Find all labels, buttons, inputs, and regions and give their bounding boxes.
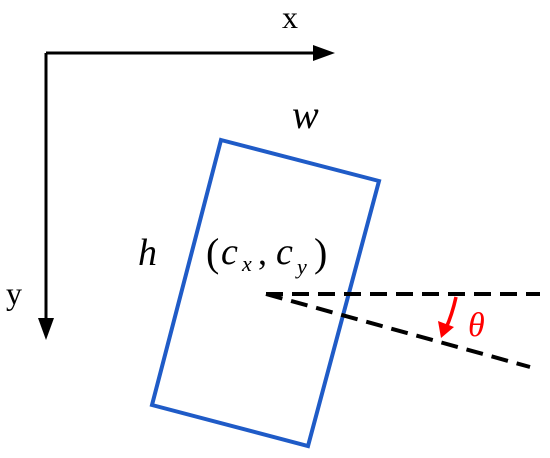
center-cy-subscript: y	[295, 254, 307, 279]
coordinate-axes: x y	[6, 0, 335, 340]
angle-arc	[444, 296, 458, 329]
angle-indicator: θ	[438, 296, 485, 344]
x-axis-arrowhead	[313, 45, 335, 61]
y-axis-label: y	[6, 275, 22, 311]
center-comma: ,	[258, 232, 267, 272]
center-open-paren: (	[206, 230, 219, 275]
center-coordinate-label: ( c x , c y )	[206, 230, 327, 279]
width-label: w	[292, 92, 319, 137]
rotated-reference-line	[265, 292, 531, 369]
angle-arrowhead	[438, 321, 454, 338]
y-axis-arrowhead	[38, 318, 54, 340]
x-axis-label: x	[282, 0, 298, 35]
height-label: h	[138, 232, 157, 274]
angle-theta-label: θ	[468, 307, 485, 344]
center-cy-base: c	[276, 231, 293, 273]
center-cx-base: c	[221, 231, 238, 273]
center-close-paren: )	[314, 230, 327, 275]
rotated-box-outline	[149, 137, 382, 449]
center-cx-subscript: x	[241, 251, 252, 276]
